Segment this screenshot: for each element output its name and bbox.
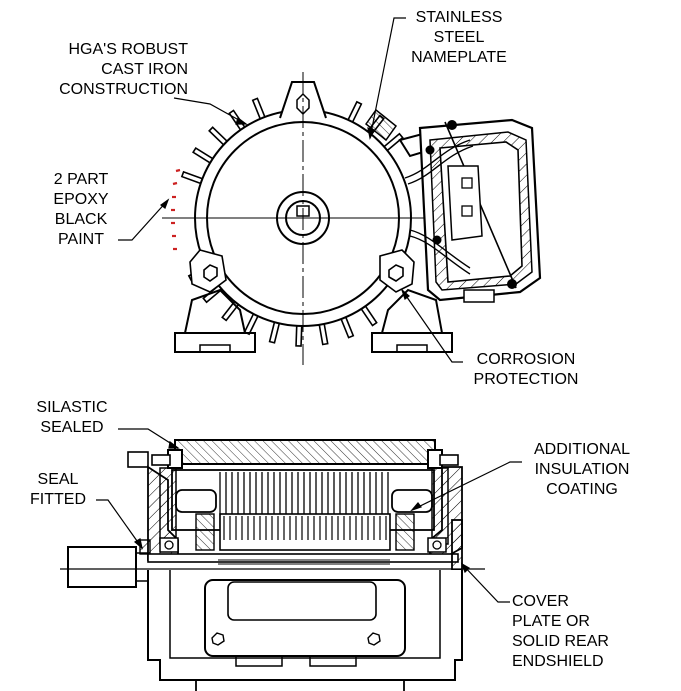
callout-silastic: SILASTIC SEALED [26,398,118,438]
motor-feet [174,288,453,353]
bolt-bosses [189,249,415,293]
cooling-fin [251,97,267,121]
callout-cast-iron-line2: CAST IRON [101,61,188,78]
side-view [60,439,485,691]
callout-cover-line3: SOLID REAR [512,633,609,650]
cooling-fin [339,315,355,339]
bearing-drive [159,537,179,553]
callout-cover-line4: ENDSHIELD [512,653,604,670]
terminal-box [398,118,542,303]
callout-corrosion-line2: PROTECTION [473,371,579,388]
shaft-extension [67,546,137,588]
callout-epoxy-line3: BLACK [54,211,108,228]
cover-plate [451,519,463,571]
cooling-fin [295,323,303,347]
callout-nameplate-line2: STEEL [433,29,485,46]
end-view [162,72,542,365]
callout-epoxy: 2 PART EPOXY BLACK PAINT [40,170,122,250]
callout-corrosion-line1: CORROSION [476,351,576,368]
callout-epoxy-line4: PAINT [58,231,104,248]
callout-insulation-line1: ADDITIONAL [533,441,630,458]
cooling-fin [382,132,404,153]
callout-nameplate-line1: STAINLESS [415,9,503,26]
callout-nameplate: STAINLESS STEEL NAMEPLATE [404,8,514,68]
cooling-fin [192,146,215,165]
cooling-fins [180,97,404,347]
callout-nameplate-line3: NAMEPLATE [411,49,507,66]
leader-lines [96,17,522,603]
callout-epoxy-line1: 2 PART [53,171,109,188]
callout-insulation-line2: INSULATION [534,461,630,478]
callout-seal-line1: SEAL [37,471,79,488]
callout-seal-line2: FITTED [30,491,86,508]
winding-right [391,489,433,513]
cooling-fin [221,299,241,322]
callout-cover-line1: COVER [512,593,569,610]
callout-insulation: ADDITIONAL INSULATION COATING [522,440,642,500]
callout-seal: SEAL FITTED [20,470,96,510]
cooling-fin [359,304,378,327]
cooling-fin [268,320,281,344]
paint-marks [171,168,181,251]
callout-cast-iron-line1: HGA'S ROBUST [68,41,188,58]
cooling-fin [346,100,363,125]
callout-silastic-line2: SEALED [40,419,104,436]
centre-lines [162,72,445,365]
callout-epoxy-line2: EPOXY [53,191,109,208]
callout-corrosion: CORROSION PROTECTION [466,350,586,390]
callout-cover-line2: PLATE OR [512,613,590,630]
callout-insulation-line3: COATING [546,481,618,498]
cooling-fin [208,126,230,147]
terminal-box-side [204,579,406,657]
cooling-fin [318,321,329,346]
bearing-rear [427,537,447,553]
callout-silastic-line1: SILASTIC [36,399,108,416]
callout-cast-iron: HGA'S ROBUST CAST IRON CONSTRUCTION [14,40,188,100]
shaft [147,553,459,563]
callout-cast-iron-line3: CONSTRUCTION [59,81,188,98]
callout-cover: COVER PLATE OR SOLID REAR ENDSHIELD [512,592,632,672]
winding-left [175,489,217,513]
cooling-fin [180,170,205,185]
cooling-fin [243,311,260,336]
frame-fins-top [174,439,436,465]
rotor [219,513,391,551]
